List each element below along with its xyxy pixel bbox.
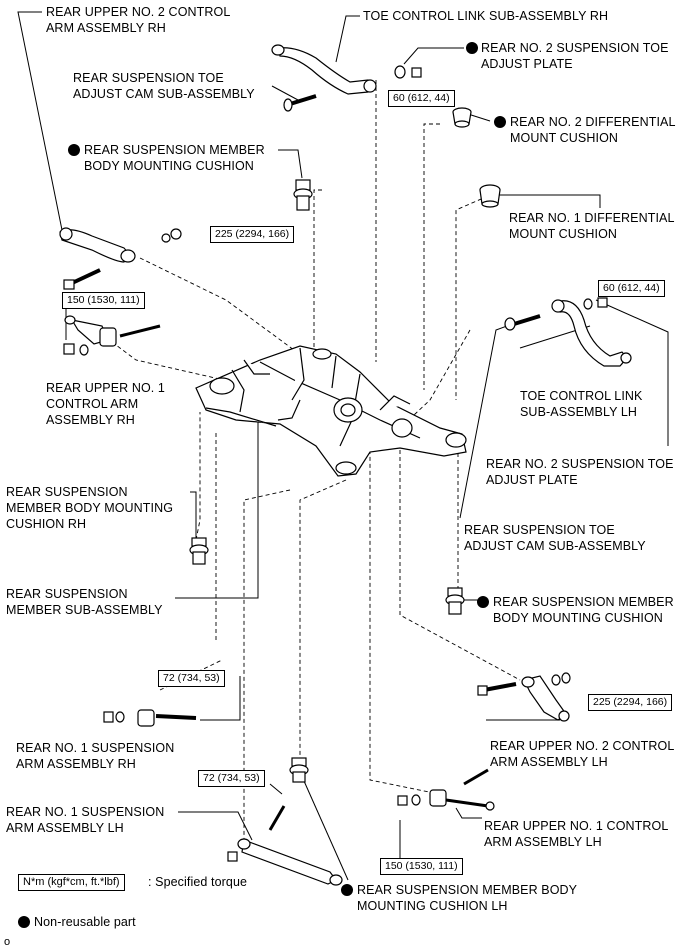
nonreusable-dot	[18, 916, 30, 928]
label-body-cushion-right: REAR SUSPENSION MEMBER BODY MOUNTING CUS…	[493, 595, 674, 625]
body-cushion-rh	[189, 537, 209, 565]
toe-link-rh	[271, 44, 422, 112]
diff2-cushion	[452, 107, 472, 128]
label-body-cushion-lh: REAR SUSPENSION MEMBER BODY MOUNTING CUS…	[357, 883, 578, 913]
label-arm1-rh: REAR NO. 1 SUSPENSION ARM ASSEMBLY RH	[16, 741, 175, 771]
torque-box: 72 (734, 53)	[158, 670, 225, 687]
nonreusable-dot	[341, 884, 353, 896]
body-cushion-lh	[289, 757, 309, 783]
leader-toe-cam-right	[459, 321, 519, 519]
label-toe-link-rh: TOE CONTROL LINK SUB-ASSEMBLY RH	[363, 9, 609, 23]
upper2-arm-rh	[59, 227, 182, 290]
label-body-cushion-rh: REAR SUSPENSION MEMBER BODY MOUNTING CUS…	[6, 485, 174, 531]
leader-toe-plate-top	[403, 47, 464, 65]
label-member-sub: REAR SUSPENSION MEMBER SUB-ASSEMBLY	[6, 587, 163, 617]
legend-unit-text: : Specified torque	[148, 875, 248, 889]
torque-box: 60 (612, 44)	[388, 90, 455, 107]
footer-mark: o	[4, 936, 11, 948]
leader-body-cushion-lh	[299, 771, 349, 881]
leader-upper2-rh	[17, 11, 63, 231]
legend-unit-box: N*m (kgf*cm, ft.*lbf)	[18, 874, 125, 891]
leader-diff2	[467, 113, 491, 122]
nonreusable-dot	[466, 42, 478, 54]
toe-link-lh	[504, 297, 632, 367]
label-toe-link-lh: TOE CONTROL LINK SUB-ASSEMBLY LH	[520, 389, 643, 419]
leader-member-sub	[175, 410, 259, 599]
torque-box: 150 (1530, 111)	[380, 858, 463, 875]
upper1-arm-lh	[397, 768, 495, 811]
leader-arm1-lh	[178, 811, 253, 841]
suspension-member	[195, 345, 467, 477]
leader-body-cushion-top	[278, 149, 303, 179]
label-upper1-rh: REAR UPPER NO. 1 CONTROL ARM ASSEMBLY RH	[46, 381, 165, 427]
label-toe-cam-rh: REAR SUSPENSION TOE ADJUST CAM SUB-ASSEM…	[73, 71, 255, 101]
arm1-rh	[103, 709, 197, 727]
body-cushion-top	[293, 179, 313, 211]
diff1-cushion	[479, 184, 501, 208]
label-diff2-cushion: REAR NO. 2 DIFFERENTIAL MOUNT CUSHION	[510, 115, 676, 145]
nonreusable-dot	[477, 596, 489, 608]
torque-box: 225 (2294, 166)	[210, 226, 295, 243]
label-arm1-lh: REAR NO. 1 SUSPENSION ARM ASSEMBLY LH	[6, 805, 165, 835]
leader-body-cushion-rh	[190, 491, 197, 540]
label-toe-plate-top: REAR NO. 2 SUSPENSION TOE ADJUST PLATE	[481, 41, 669, 71]
label-upper2-lh: REAR UPPER NO. 2 CONTROL ARM ASSEMBLY LH	[490, 739, 675, 769]
label-upper1-lh: REAR UPPER NO. 1 CONTROL ARM ASSEMBLY LH	[484, 819, 669, 849]
leader-arm1-rh	[200, 676, 241, 721]
torque-box: 150 (1530, 111)	[62, 292, 145, 309]
label-diff1-cushion: REAR NO. 1 DIFFERENTIAL MOUNT CUSHION	[509, 211, 675, 241]
label-body-cushion-top: REAR SUSPENSION MEMBER BODY MOUNTING CUS…	[84, 143, 265, 173]
torque-box: 72 (734, 53)	[198, 770, 265, 787]
leader-diff1	[496, 194, 601, 208]
label-toe-plate-right: REAR NO. 2 SUSPENSION TOE ADJUST PLATE	[486, 457, 674, 487]
nonreusable-dot	[68, 144, 80, 156]
leader-toe-plate-right	[595, 299, 669, 446]
arm1-lh	[227, 805, 343, 886]
torque-box: 225 (2294, 166)	[588, 694, 673, 711]
body-cushion-right	[445, 587, 465, 615]
leader-toe-link-rh	[335, 15, 360, 63]
leader-toe-cam-rh	[271, 85, 299, 101]
leader-upper1-lh	[455, 807, 482, 819]
torque-box: 60 (612, 44)	[598, 280, 665, 297]
label-upper2-rh: REAR UPPER NO. 2 CONTROL ARM ASSEMBLY RH	[46, 5, 231, 35]
leader-t72-lh	[269, 783, 283, 795]
legend-nonreusable: Non-reusable part	[34, 915, 136, 929]
nonreusable-dot	[494, 116, 506, 128]
upper1-arm-rh	[63, 315, 161, 356]
upper2-arm-lh	[477, 672, 571, 722]
label-toe-cam-right: REAR SUSPENSION TOE ADJUST CAM SUB-ASSEM…	[464, 523, 646, 553]
